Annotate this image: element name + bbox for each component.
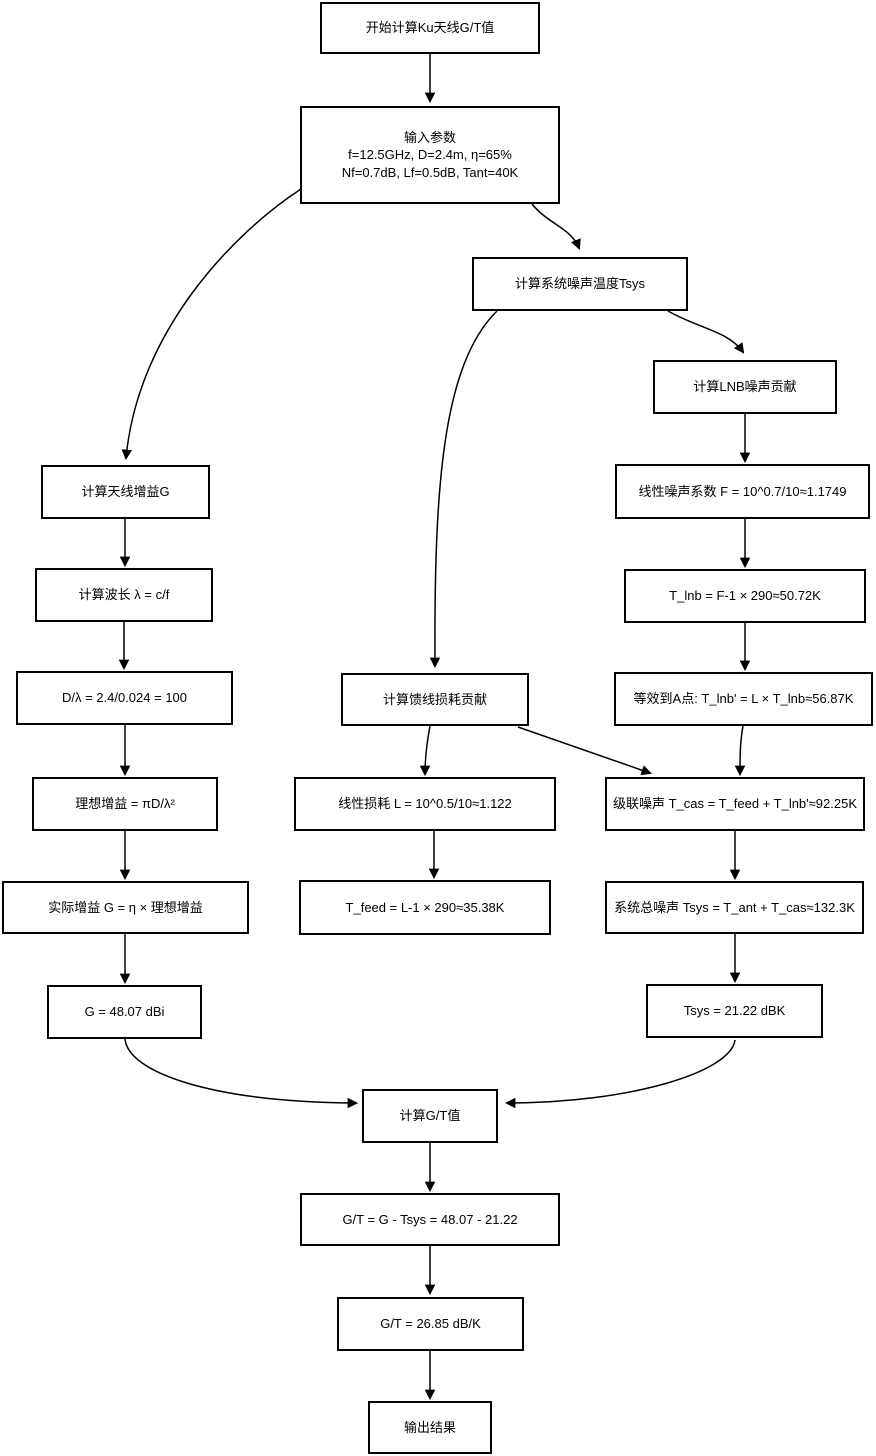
flow-node-t-lnb-ref: 等效到A点: T_lnb' = L × T_lnb≈56.87K — [614, 672, 873, 726]
input-params-line2: Nf=0.7dB, Lf=0.5dB, Tant=40K — [341, 164, 519, 180]
flow-node-gain-result: G = 48.07 dBi — [47, 985, 202, 1039]
calc-lambda-label: 计算波长 λ = c/f — [78, 587, 170, 603]
calc-gt-label: 计算G/T值 — [399, 1108, 461, 1124]
noise-factor-label: 线性噪声系数 F = 10^0.7/10≈1.1749 — [638, 483, 847, 499]
arrow-input-to-calc-tsys — [531, 203, 581, 250]
t-lnb-ref-label: 等效到A点: T_lnb' = L × T_lnb≈56.87K — [633, 691, 854, 707]
calc-tsys-label: 计算系统噪声温度Tsys — [514, 276, 645, 292]
flow-node-t-feed: T_feed = L-1 × 290≈35.38K — [299, 880, 551, 935]
arrow-t-lnb-ref-to-t-cascade — [734, 725, 746, 777]
gt-result-label: G/T = 26.85 dB/K — [380, 1316, 481, 1332]
input-params-line1: f=12.5GHz, D=2.4m, η=65% — [348, 147, 512, 163]
calc-gain-label: 计算天线增益G — [81, 484, 170, 500]
flow-node-linear-loss: 线性损耗 L = 10^0.5/10≈1.122 — [294, 777, 556, 831]
flow-node-calc-gain: 计算天线增益G — [41, 465, 210, 519]
ideal-gain-label: 理想增益 = πD/λ² — [75, 796, 175, 812]
gain-result-label: G = 48.07 dBi — [84, 1004, 165, 1020]
flow-node-input-params: 输入参数 f=12.5GHz, D=2.4m, η=65% Nf=0.7dB, … — [300, 106, 560, 204]
flow-node-calc-lnb: 计算LNB噪声贡献 — [653, 360, 837, 414]
flow-node-t-lnb: T_lnb = F-1 × 290≈50.72K — [624, 569, 866, 623]
flow-node-gt-result: G/T = 26.85 dB/K — [337, 1297, 524, 1351]
arrow-calc-tsys-to-calc-feed — [429, 310, 498, 669]
tsys-total-label: 系统总噪声 Tsys = T_ant + T_cas≈132.3K — [614, 899, 855, 915]
flow-node-actual-gain: 实际增益 G = η × 理想增益 — [2, 881, 249, 934]
flow-node-ideal-gain: 理想增益 = πD/λ² — [32, 777, 218, 831]
arrow-input-to-calc-gain — [121, 188, 302, 461]
flow-node-tsys-db: Tsys = 21.22 dBK — [646, 984, 823, 1038]
tsys-db-label: Tsys = 21.22 dBK — [683, 1003, 786, 1019]
arrow-calc-feed-to-linear-loss — [419, 725, 431, 777]
arrow-tsys-db-to-calc-gt — [504, 1039, 736, 1109]
flow-node-calc-gt: 计算G/T值 — [362, 1089, 498, 1143]
flow-node-start-label: 开始计算Ku天线G/T值 — [365, 20, 495, 36]
flow-node-t-cascade: 级联噪声 T_cas = T_feed + T_lnb'≈92.25K — [605, 777, 865, 831]
arrow-gain-result-to-calc-gt — [124, 1038, 359, 1109]
flow-node-gt-formula: G/T = G - Tsys = 48.07 - 21.22 — [300, 1193, 560, 1246]
calc-feed-label: 计算馈线损耗贡献 — [382, 691, 487, 707]
input-params-title: 输入参数 — [403, 129, 456, 145]
flow-node-noise-factor: 线性噪声系数 F = 10^0.7/10≈1.1749 — [615, 464, 870, 519]
flow-node-calc-feed: 计算馈线损耗贡献 — [341, 673, 529, 726]
output-label: 输出结果 — [403, 1419, 456, 1435]
flow-node-calc-tsys: 计算系统噪声温度Tsys — [472, 257, 688, 311]
arrow-calc-tsys-to-calc-lnb — [667, 310, 745, 354]
linear-loss-label: 线性损耗 L = 10^0.5/10≈1.122 — [338, 796, 512, 812]
t-feed-label: T_feed = L-1 × 290≈35.38K — [345, 899, 505, 915]
t-lnb-label: T_lnb = F-1 × 290≈50.72K — [669, 588, 821, 604]
flow-node-output: 输出结果 — [368, 1401, 492, 1454]
flow-node-start: 开始计算Ku天线G/T值 — [320, 2, 540, 54]
calc-lnb-label: 计算LNB噪声贡献 — [693, 379, 797, 395]
d-over-lambda-label: D/λ = 2.4/0.024 = 100 — [61, 690, 188, 706]
flow-node-d-over-lambda: D/λ = 2.4/0.024 = 100 — [16, 671, 233, 725]
actual-gain-label: 实际增益 G = η × 理想增益 — [48, 899, 203, 915]
flow-node-tsys-total: 系统总噪声 Tsys = T_ant + T_cas≈132.3K — [605, 881, 864, 934]
gt-formula-label: G/T = G - Tsys = 48.07 - 21.22 — [342, 1211, 518, 1227]
t-cascade-label: 级联噪声 T_cas = T_feed + T_lnb'≈92.25K — [613, 796, 857, 812]
flow-node-calc-lambda: 计算波长 λ = c/f — [35, 568, 213, 622]
arrow-calc-feed-to-t-cascade — [517, 726, 652, 776]
